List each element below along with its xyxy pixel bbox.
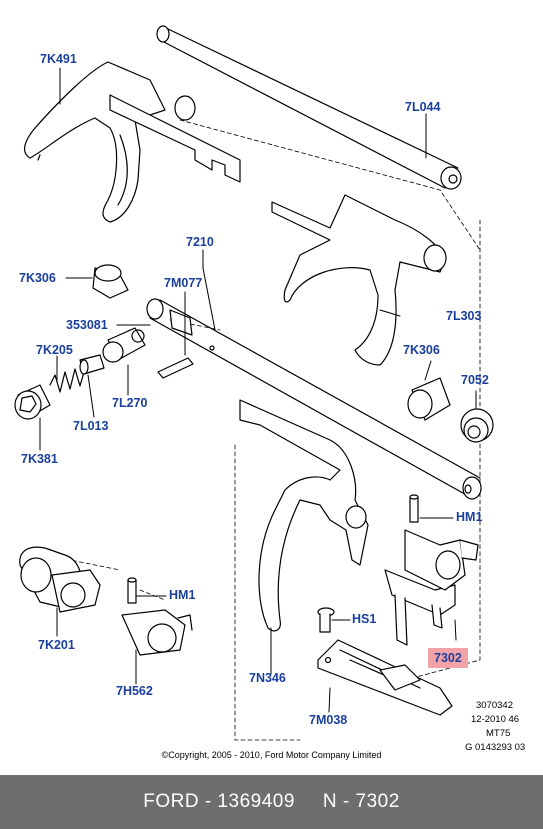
footer-bar: FORD - 1369409 N - 7302 <box>0 775 543 829</box>
footer-part-number: FORD - 1369409 <box>143 791 295 812</box>
copyright-notice: ©Copyright, 2005 - 2010, Ford Motor Comp… <box>161 750 382 760</box>
selector-shaft-7210 <box>146 298 482 500</box>
block-7h562 <box>121 609 193 656</box>
callout-hm1-right: HM1 <box>456 510 483 524</box>
spring-7k205 <box>49 368 85 393</box>
callout-7k491: 7K491 <box>40 52 77 66</box>
callout-hs1: HS1 <box>352 612 377 626</box>
callout-7k381: 7K381 <box>21 452 58 466</box>
callout-7k306-upper: 7K306 <box>19 271 56 285</box>
plunger-7l013 <box>79 354 105 375</box>
callout-7052: 7052 <box>461 373 489 387</box>
leader-lines <box>39 67 477 713</box>
pin-hm1-right <box>409 494 419 523</box>
callout-7k205: 7K205 <box>36 343 73 357</box>
callout-7k306-lower: 7K306 <box>403 343 440 357</box>
callout-7k201: 7K201 <box>38 638 75 652</box>
callout-7n346: 7N346 <box>249 671 286 685</box>
fork-7n346 <box>239 399 369 632</box>
callout-7h562: 7H562 <box>116 684 153 698</box>
collar-7k201 <box>19 546 101 613</box>
callout-7m077: 7M077 <box>164 276 203 290</box>
callout-353081: 353081 <box>66 318 108 332</box>
callout-7l013: 7L013 <box>73 419 109 433</box>
pin-hm1-left <box>127 577 137 604</box>
seal-7052 <box>460 408 494 443</box>
fork-7l303 <box>271 194 447 366</box>
doc-ref-1: 3070342 <box>476 700 513 711</box>
plate-7m038 <box>317 639 453 716</box>
doc-ref-2: 12-2010 46 <box>471 714 520 725</box>
callout-7m038: 7M038 <box>309 713 348 727</box>
fork-7k491 <box>23 61 241 223</box>
bushing-7k306-upper <box>92 264 129 299</box>
exploded-parts-diagram <box>14 25 494 741</box>
pin-7m077 <box>157 309 194 379</box>
doc-ref-3: MT75 <box>486 728 511 739</box>
callout-hm1-left: HM1 <box>169 588 196 602</box>
callout-7l044: 7L044 <box>405 100 441 114</box>
bolt-hs1 <box>317 607 335 633</box>
callout-7l303: 7L303 <box>446 309 482 323</box>
callout-7l270: 7L270 <box>112 396 148 410</box>
callout-7302: 7302 <box>428 648 468 668</box>
selector-7302 <box>384 529 479 646</box>
footer-component-number: N - 7302 <box>322 791 400 812</box>
plug-7k381 <box>14 384 51 420</box>
bushing-7k306-lower <box>407 377 451 421</box>
shaft-7l044 <box>156 25 462 190</box>
doc-ref-4: G 0143293 03 <box>465 742 526 753</box>
plug-353081 <box>102 327 146 363</box>
callout-7210: 7210 <box>186 235 214 249</box>
